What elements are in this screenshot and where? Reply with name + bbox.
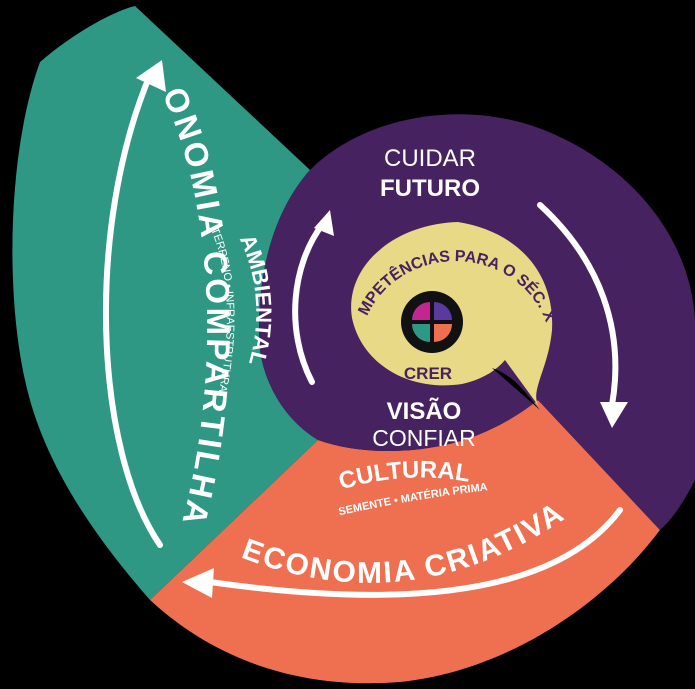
spiral-tail xyxy=(492,368,540,410)
teal-band xyxy=(12,6,318,600)
arrow-heads xyxy=(136,60,628,598)
purple-bottom-line1: VISÃO xyxy=(387,397,462,425)
curved-arrow-icon xyxy=(103,72,623,598)
crer-label: CRER xyxy=(404,364,452,383)
purple-top-line1: CUIDAR xyxy=(384,145,476,172)
four-petal-logo-icon xyxy=(401,291,463,353)
purple-top-line2: FUTURO xyxy=(380,175,480,202)
coral-band xyxy=(150,400,660,684)
purple-bottom-line2: CONFIAR xyxy=(372,425,476,451)
